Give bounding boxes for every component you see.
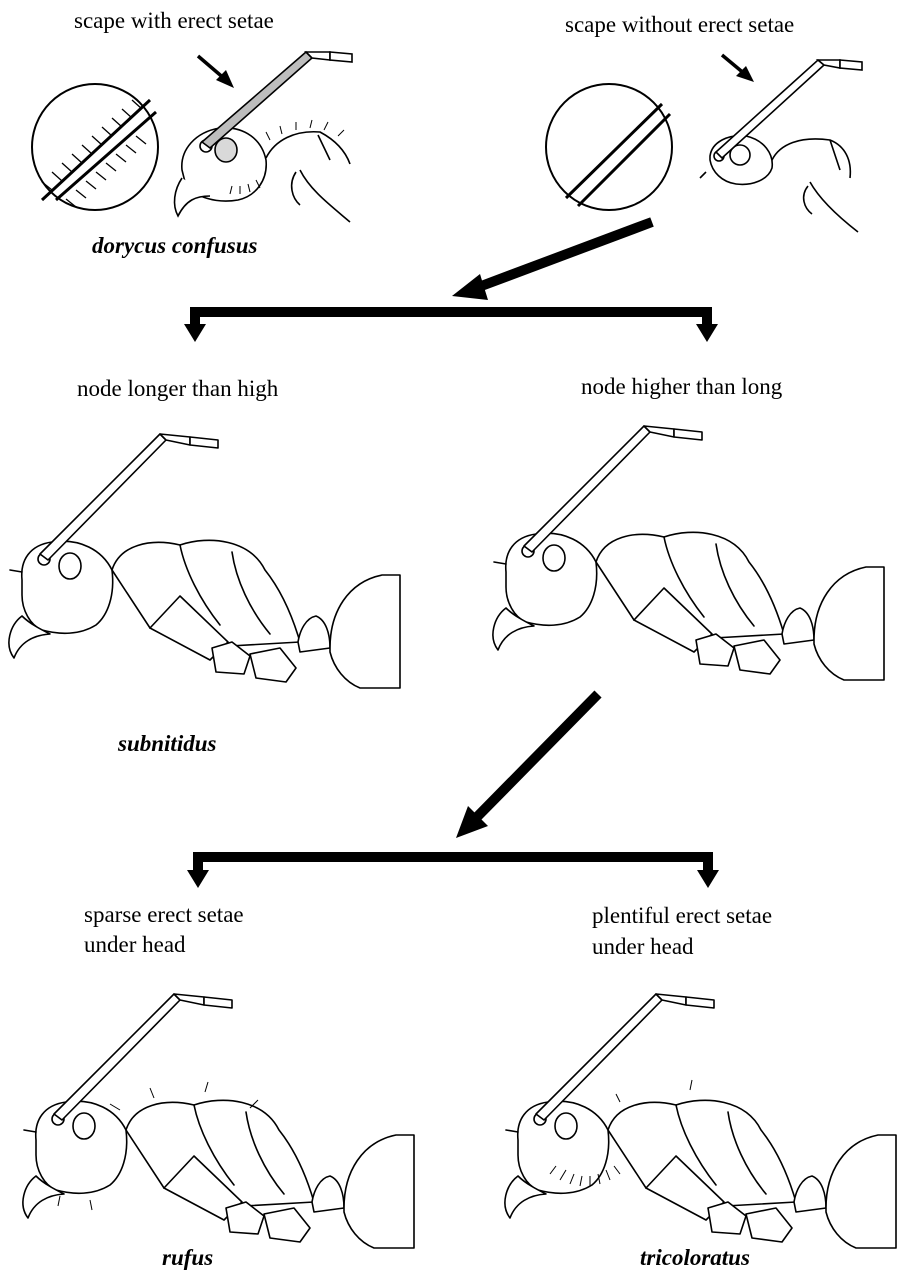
label-sparse-setae-1: sparse erect setae — [84, 902, 244, 927]
label-plentiful-setae-2: under head — [592, 934, 694, 959]
label-sparse-setae-2: under head — [84, 932, 186, 957]
species-dorycus-confusus: dorycus confusus — [92, 233, 258, 258]
magnifier-with-setae — [31, 83, 159, 211]
dorycus-head-sketch — [173, 50, 353, 223]
label-scape-without-setae: scape without erect setae — [565, 12, 795, 37]
scape-without-setae-sketch — [699, 58, 863, 233]
species-tricoloratus: tricoloratus — [640, 1245, 750, 1270]
label-scape-with-setae: scape with erect setae — [74, 8, 274, 33]
branch-arrow-1 — [452, 217, 654, 300]
label-node-longer: node longer than high — [77, 376, 279, 401]
ant-subnitidus — [8, 433, 401, 689]
branch-bar-2 — [187, 852, 719, 888]
arrow-to-scape-setae — [196, 54, 234, 88]
species-rufus: rufus — [162, 1245, 214, 1270]
ant-tricoloratus — [504, 993, 897, 1249]
ant-node-higher — [492, 425, 885, 681]
ant-rufus — [22, 993, 415, 1249]
branch-bar-1 — [184, 307, 718, 342]
magnifier-without-setae — [545, 83, 673, 211]
label-node-higher: node higher than long — [581, 374, 783, 399]
branch-arrow-2 — [456, 690, 602, 838]
arrow-to-scape-no-setae — [720, 53, 754, 82]
species-subnitidus: subnitidus — [118, 731, 217, 756]
label-plentiful-setae-1: plentiful erect setae — [592, 903, 773, 928]
